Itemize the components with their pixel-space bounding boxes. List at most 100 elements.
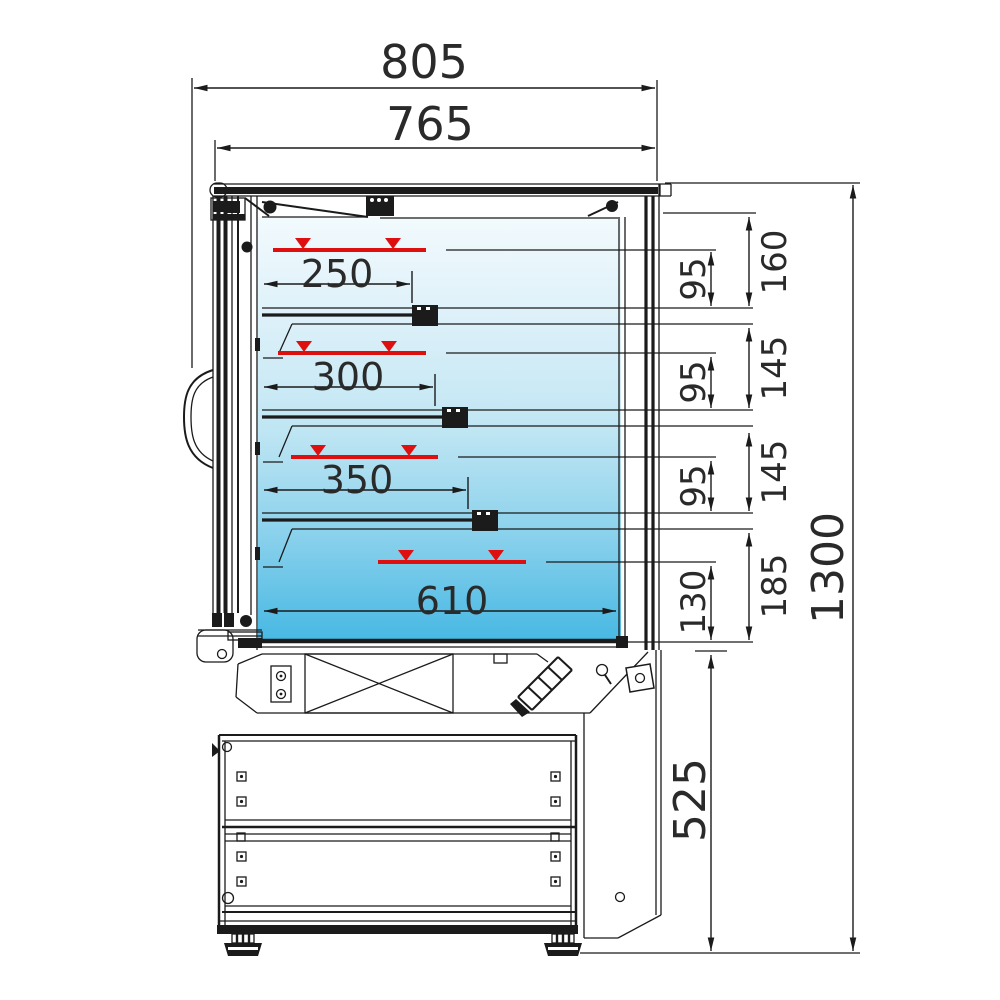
bracket-notch — [447, 409, 451, 412]
condenser-cross-brace — [304, 653, 454, 714]
leveling-foot-right — [544, 933, 582, 956]
level-marker-triangle — [310, 445, 326, 456]
plate-screw-dot — [279, 674, 283, 678]
load-limit-line — [378, 560, 526, 564]
level-marker-triangle — [295, 238, 311, 249]
level-marker-triangle — [381, 341, 397, 352]
dim-label-clearance-4: 130 — [674, 570, 714, 635]
shelf-bracket — [442, 407, 468, 428]
floor-left-block — [238, 638, 262, 648]
compressor-coil-rung — [527, 686, 543, 701]
bracket-notch — [486, 512, 490, 515]
dim-label-overall-width: 805 — [380, 35, 468, 89]
plate-screw-dot — [279, 692, 283, 696]
level-marker-triangle — [385, 238, 401, 249]
door-handle-inner — [190, 376, 214, 462]
shelf-support-diagonal — [278, 425, 293, 458]
glass-foot-dash — [606, 639, 611, 643]
bracket-notch — [456, 409, 460, 412]
top-dimensions: 805 765 — [191, 35, 658, 368]
dim-label-base-height: 525 — [665, 758, 716, 842]
lamp-dot — [370, 198, 374, 202]
door-bottom-block — [224, 613, 234, 627]
compartment-right-slope — [589, 651, 649, 714]
dim-label-depth-4: 610 — [416, 579, 489, 623]
compressor-coil-rung — [547, 666, 563, 681]
compartment-left — [237, 653, 263, 665]
dim-label-pitch-1: 160 — [755, 230, 795, 295]
compartment-left — [235, 663, 239, 698]
compartment-left — [235, 696, 258, 714]
load-limit-line — [278, 351, 426, 355]
ceiling-brace-left — [261, 201, 369, 218]
load-limit-line — [291, 455, 438, 459]
compartment-step — [536, 653, 549, 663]
bracket-notch — [477, 512, 481, 515]
mounting-plate — [270, 665, 292, 703]
bracket-notch — [417, 307, 421, 310]
dim-label-clearance-1: 95 — [674, 257, 714, 300]
condenser-frame — [304, 653, 454, 714]
display-interior-glass — [258, 217, 621, 641]
dim-label-glass-width: 765 — [386, 97, 474, 151]
screw-dot — [263, 200, 277, 214]
left-wedge — [212, 743, 220, 757]
dim-label-pitch-4: 185 — [755, 554, 795, 619]
compressor-coil-rung — [517, 696, 533, 711]
slope-bracket — [625, 663, 655, 693]
base-cabinet — [212, 650, 860, 956]
screw-dot — [606, 200, 618, 212]
screw-dot — [240, 615, 252, 627]
level-marker-triangle — [488, 550, 504, 561]
bracket-notch — [426, 307, 430, 310]
compartment-notch — [493, 653, 508, 664]
glass-foot-dash — [598, 639, 603, 643]
leveling-foot-left — [224, 933, 262, 956]
base-screw — [221, 741, 233, 753]
dim-label-pitch-3: 145 — [755, 440, 795, 505]
dim-label-depth-2: 300 — [312, 355, 385, 399]
dim-label-clearance-2: 95 — [674, 360, 714, 403]
wall-standard-notch — [255, 442, 260, 455]
wall-standard-notch — [255, 547, 260, 560]
panel-screws — [236, 771, 561, 887]
compressor-coil-rung — [557, 656, 573, 671]
sill-bracket — [196, 629, 234, 663]
top-lid-band — [214, 187, 658, 194]
dim-label-depth-1: 250 — [301, 252, 374, 296]
thermostat-stem — [604, 674, 612, 685]
rear-panel-screw — [614, 891, 626, 903]
shelf-levels: 250 300 350 — [227, 238, 753, 648]
level-marker-triangle — [296, 341, 312, 352]
slope-bracket-screw — [634, 672, 646, 684]
dim-label-pitch-2: 145 — [755, 336, 795, 401]
compressor-coil-rung — [537, 676, 553, 691]
right-dimensions: 95 95 95 130 525 160 145 145 185 1300 — [625, 182, 860, 951]
rear-panel — [583, 650, 662, 939]
glass-foot-block — [616, 636, 628, 648]
shelf-support-diagonal — [278, 528, 293, 563]
thermostat-bulb — [595, 663, 609, 677]
plate-screw — [275, 670, 287, 682]
cabinet-body — [182, 182, 672, 663]
rail-screw — [550, 832, 560, 842]
coil-end-cap — [510, 699, 530, 717]
plate-screw — [275, 688, 287, 700]
shelf-bracket — [412, 305, 438, 326]
level-marker-triangle — [401, 445, 417, 456]
base-screw — [221, 891, 235, 905]
lamp-dot — [377, 198, 381, 202]
shelf-bracket — [472, 510, 498, 531]
sill-screw — [216, 648, 228, 660]
shelf-support-diagonal — [278, 323, 293, 354]
dim-label-depth-3: 350 — [321, 458, 394, 502]
wall-standard-notch — [255, 338, 260, 351]
hinge-detail — [227, 201, 240, 213]
door-handle-outer — [182, 369, 214, 469]
lamp-dot — [384, 198, 388, 202]
machine-compartment — [235, 651, 655, 717]
level-marker-triangle — [398, 550, 414, 561]
load-limit-line — [273, 248, 426, 252]
